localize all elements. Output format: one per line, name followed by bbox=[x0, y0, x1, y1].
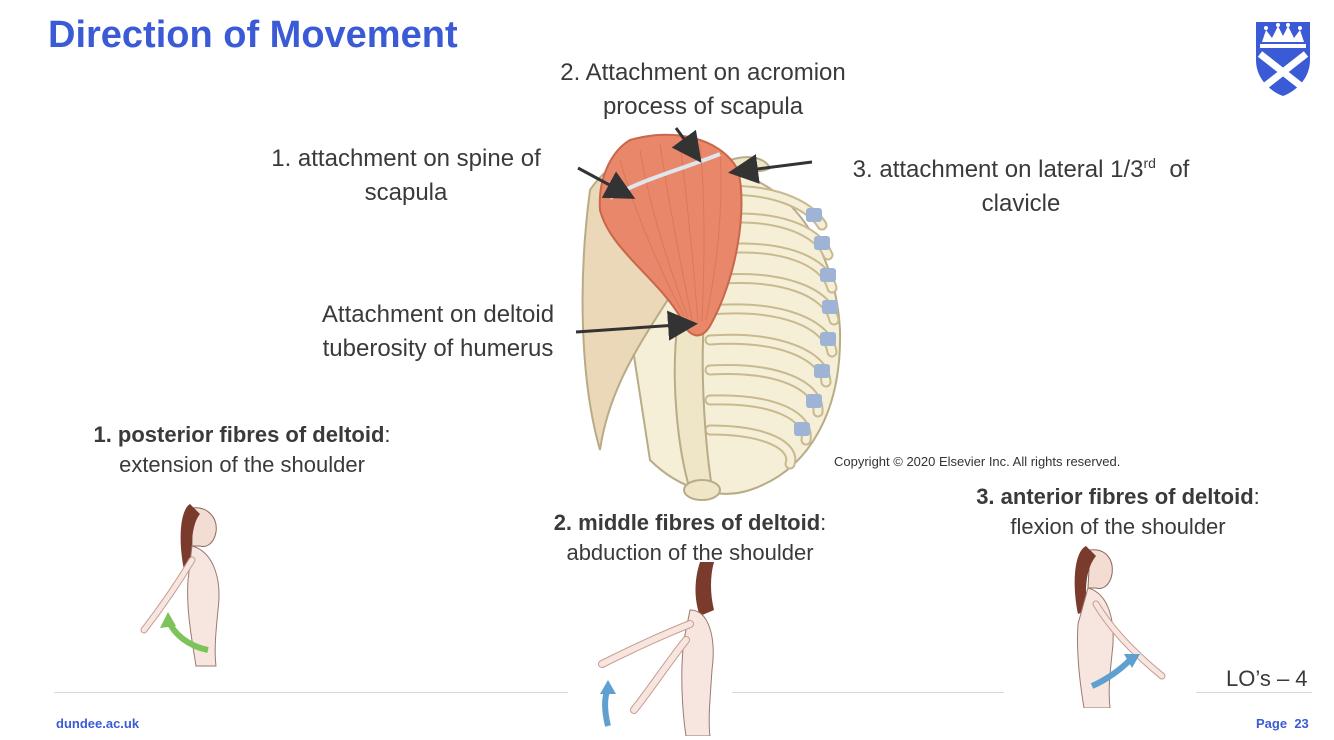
footer-page-value: 23 bbox=[1294, 716, 1309, 731]
spine-label-line2: scapula bbox=[364, 179, 448, 206]
posterior-fibres-label: 1. posterior fibres of deltoid: extensio… bbox=[82, 420, 402, 480]
anterior-fibres-title-row: 3. anterior fibres of deltoid: bbox=[960, 482, 1276, 512]
abduction-figure bbox=[598, 562, 714, 736]
university-crest-icon bbox=[1256, 22, 1310, 96]
posterior-fibres-desc: extension of the shoulder bbox=[119, 452, 365, 477]
middle-fibres-desc: abduction of the shoulder bbox=[566, 540, 814, 565]
tuberosity-label-line2: tuberosity of humerus bbox=[322, 335, 554, 362]
middle-fibres-title: 2. middle fibres of deltoid bbox=[553, 510, 821, 535]
anterior-fibres-colon: : bbox=[1253, 484, 1260, 509]
spine-label-line1: 1. attachment on spine of bbox=[271, 145, 541, 172]
learning-outcome-label: LO’s – 4 bbox=[1226, 666, 1308, 691]
extension-figure bbox=[140, 504, 220, 667]
footer-page-number: Page 23 bbox=[1256, 716, 1309, 731]
clavicle-label-line1: 3. attachment on lateral 1/3rd of bbox=[826, 146, 1216, 187]
posterior-fibres-title-row: 1. posterior fibres of deltoid: bbox=[82, 420, 402, 450]
footer-divider-left bbox=[54, 692, 568, 693]
clavicle-label-line2: clavicle bbox=[981, 190, 1061, 217]
spine-label: 1. attachment on spine of scapula bbox=[254, 142, 558, 210]
middle-fibres-colon: : bbox=[820, 510, 827, 535]
acromion-label-line2: process of scapula bbox=[602, 93, 804, 120]
flexion-figure bbox=[1074, 546, 1166, 708]
clavicle-label-prefix: 3. attachment on lateral 1/3 bbox=[852, 156, 1144, 183]
footer-divider-middle bbox=[732, 692, 1004, 693]
anterior-fibres-title: 3. anterior fibres of deltoid bbox=[976, 484, 1254, 509]
page-title: Direction of Movement bbox=[48, 14, 458, 56]
footer-divider-right bbox=[1196, 692, 1312, 693]
anterior-fibres-desc: flexion of the shoulder bbox=[1010, 514, 1226, 539]
middle-fibres-title-row: 2. middle fibres of deltoid: bbox=[540, 508, 840, 538]
posterior-fibres-title: 1. posterior fibres of deltoid bbox=[93, 422, 385, 447]
acromion-label-line1: 2. Attachment on acromion bbox=[560, 59, 846, 86]
acromion-label: 2. Attachment on acromion process of sca… bbox=[540, 56, 866, 124]
footer-page-label: Page bbox=[1256, 716, 1288, 731]
tuberosity-label: Attachment on deltoid tuberosity of hume… bbox=[300, 298, 576, 366]
posterior-fibres-colon: : bbox=[384, 422, 391, 447]
anterior-fibres-label: 3. anterior fibres of deltoid: flexion o… bbox=[960, 482, 1276, 542]
copyright-notice: Copyright © 2020 Elsevier Inc. All right… bbox=[834, 454, 1121, 469]
clavicle-label-superscript: rd bbox=[1143, 155, 1156, 171]
tuberosity-label-line1: Attachment on deltoid bbox=[321, 301, 555, 328]
clavicle-label: 3. attachment on lateral 1/3rd of clavic… bbox=[826, 146, 1216, 221]
clavicle-label-suffix: of bbox=[1169, 156, 1190, 183]
middle-fibres-label: 2. middle fibres of deltoid: abduction o… bbox=[540, 508, 840, 568]
deltoid-illustration bbox=[581, 133, 842, 501]
footer-website: dundee.ac.uk bbox=[56, 716, 140, 731]
